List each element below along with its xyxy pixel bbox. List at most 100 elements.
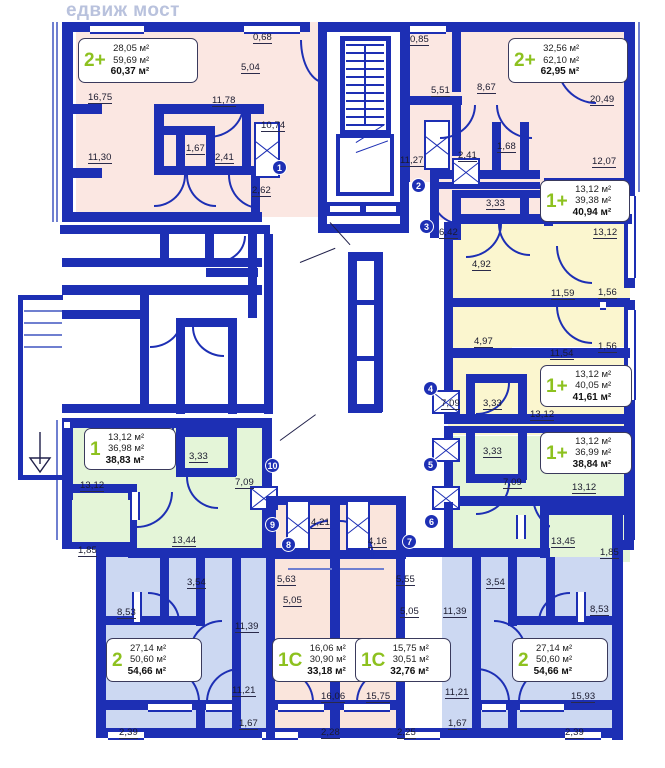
window bbox=[64, 420, 70, 430]
dimension-label: 4,97 bbox=[474, 336, 493, 348]
wall bbox=[96, 548, 276, 557]
wall bbox=[546, 556, 555, 618]
dimension-label: 4,16 bbox=[368, 536, 387, 548]
apartment-living-area: 32,56 м² bbox=[543, 43, 580, 55]
shaft-hatch bbox=[432, 438, 460, 462]
wall bbox=[232, 556, 241, 738]
dimension-label: 13,12 bbox=[530, 409, 555, 421]
wall bbox=[624, 22, 635, 192]
dimension-label: 10,74 bbox=[261, 120, 286, 132]
plan-marker-6[interactable]: 6 bbox=[424, 514, 439, 529]
dimension-label: 3,33 bbox=[486, 198, 505, 210]
wall bbox=[128, 484, 137, 556]
wall bbox=[140, 295, 149, 405]
wall bbox=[318, 22, 408, 32]
dimension-label: 2,62 bbox=[252, 185, 271, 197]
apartment-badge[interactable]: 2+ 28,05 м² 59,69 м² 60,37 м² bbox=[78, 38, 198, 83]
wall bbox=[62, 168, 102, 178]
dimension-label: 2,28 bbox=[321, 727, 340, 739]
apartment-total-area: 50,60 м² bbox=[130, 654, 167, 666]
apartment-living-area: 16,06 м² bbox=[309, 642, 346, 654]
dimension-label: 11,39 bbox=[235, 621, 259, 633]
room-fill bbox=[96, 556, 271, 626]
plan-marker-4[interactable]: 4 bbox=[423, 381, 438, 396]
plan-marker-5[interactable]: 5 bbox=[423, 457, 438, 472]
dimension-label: 1,67 bbox=[186, 143, 205, 155]
dimension-label: 11,21 bbox=[445, 687, 469, 699]
apartment-badge[interactable]: 1+ 13,12 м² 36,99 м² 38,84 м² bbox=[540, 432, 632, 474]
wall bbox=[336, 134, 340, 194]
wall bbox=[452, 190, 552, 198]
apartment-full-area: 33,18 м² bbox=[307, 665, 346, 677]
wall bbox=[340, 36, 390, 41]
dimension-label: 5,04 bbox=[241, 62, 260, 74]
elevator-slot bbox=[366, 206, 396, 212]
plan-marker-1[interactable]: 1 bbox=[272, 160, 287, 175]
window bbox=[516, 515, 526, 539]
plan-marker-2[interactable]: 2 bbox=[411, 178, 426, 193]
wall bbox=[196, 700, 205, 738]
dimension-label: 3,54 bbox=[486, 577, 505, 589]
wall-hairline bbox=[24, 334, 62, 336]
apartment-rooms: 1+ bbox=[546, 442, 568, 464]
dimension-label: 13,45 bbox=[551, 536, 576, 548]
dimension-label: 11,21 bbox=[232, 685, 256, 697]
window bbox=[90, 24, 144, 34]
wall bbox=[272, 548, 284, 558]
plan-marker-8[interactable]: 8 bbox=[281, 537, 296, 552]
dimension-label: 5,55 bbox=[396, 574, 415, 586]
apartment-living-area: 13,12 м² bbox=[575, 183, 612, 195]
wall-hairline bbox=[56, 420, 58, 540]
wall bbox=[444, 426, 630, 433]
apartment-badge[interactable]: 1 13,12 м² 36,98 м² 38,83 м² bbox=[84, 428, 176, 470]
wall bbox=[176, 318, 185, 414]
wall bbox=[386, 36, 391, 136]
apartment-badge[interactable]: 1+ 13,12 м² 40,05 м² 41,61 м² bbox=[540, 365, 632, 407]
wall bbox=[248, 272, 257, 318]
apartment-badge[interactable]: 1С 15,75 м² 30,51 м² 32,76 м² bbox=[355, 638, 451, 682]
wall bbox=[612, 540, 634, 550]
wall bbox=[248, 234, 257, 268]
apartment-badge[interactable]: 1+ 13,12 м² 39,38 м² 40,94 м² bbox=[540, 180, 630, 222]
plan-marker-9[interactable]: 9 bbox=[265, 517, 280, 532]
wall bbox=[62, 420, 73, 540]
dimension-label: 3,33 bbox=[483, 446, 502, 458]
dimension-label: 1,56 bbox=[598, 341, 617, 353]
apartment-rooms: 1С bbox=[361, 649, 386, 671]
wall bbox=[60, 225, 270, 234]
dimension-label: 8,53 bbox=[117, 607, 136, 619]
wall bbox=[518, 432, 527, 480]
wall bbox=[444, 348, 630, 358]
apartment-living-area: 27,14 м² bbox=[130, 642, 167, 654]
plan-marker-10[interactable]: 10 bbox=[265, 458, 280, 473]
wall bbox=[62, 540, 136, 549]
apartment-badge[interactable]: 2+ 32,56 м² 62,10 м² 62,95 м² bbox=[508, 38, 628, 83]
wall bbox=[266, 556, 275, 738]
plan-marker-3[interactable]: 3 bbox=[419, 219, 434, 234]
wall bbox=[540, 506, 626, 515]
wall bbox=[348, 404, 382, 413]
wall-hairline bbox=[24, 310, 62, 312]
apartment-badge[interactable]: 1С 16,06 м² 30,90 м² 33,18 м² bbox=[272, 638, 368, 682]
dimension-label: 1,85 bbox=[78, 545, 97, 557]
apartment-badge[interactable]: 2 27,14 м² 50,60 м² 54,66 м² bbox=[512, 638, 608, 682]
wall bbox=[336, 192, 394, 196]
wall bbox=[96, 556, 106, 738]
apartment-living-area: 28,05 м² bbox=[113, 43, 150, 55]
wall bbox=[160, 234, 169, 264]
wall-hairline bbox=[24, 346, 62, 348]
wall bbox=[62, 418, 272, 428]
dimension-label: 6,42 bbox=[439, 227, 458, 239]
apartment-total-area: 59,69 м² bbox=[113, 54, 150, 66]
window bbox=[130, 492, 140, 520]
window bbox=[108, 730, 144, 740]
window bbox=[244, 24, 300, 34]
dimension-label: 1,67 bbox=[448, 718, 467, 730]
apartment-rooms: 1 bbox=[90, 438, 101, 460]
plan-marker-7[interactable]: 7 bbox=[402, 534, 417, 549]
apartment-badge[interactable]: 2 27,14 м² 50,60 м² 54,66 м² bbox=[106, 638, 202, 682]
wall bbox=[318, 224, 409, 233]
wall bbox=[176, 468, 236, 477]
dimension-label: 7,09 bbox=[441, 398, 460, 410]
window bbox=[576, 592, 586, 622]
